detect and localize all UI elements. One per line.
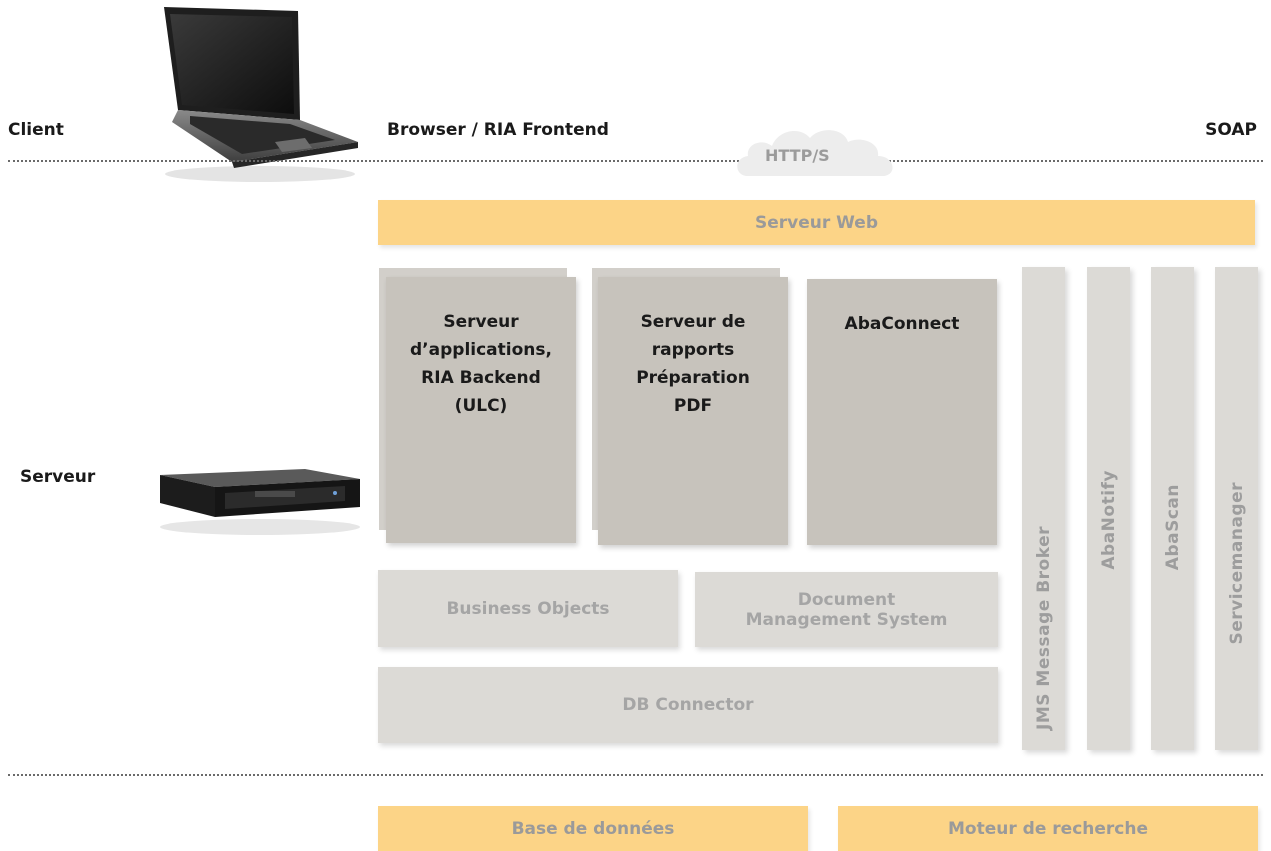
abascan-label: AbaScan — [1162, 483, 1183, 570]
business-objects-box: Business Objects — [378, 570, 678, 647]
app-server-line-4: (ULC) — [454, 396, 508, 416]
jms-message-broker-label: JMS Message Broker — [1033, 526, 1054, 730]
frontend-label: Browser / RIA Frontend — [387, 120, 609, 140]
database-box: Base de données — [378, 806, 808, 851]
server-data-divider — [8, 774, 1263, 776]
soap-label: SOAP — [1205, 120, 1257, 140]
app-server-line-3: RIA Backend — [421, 368, 541, 388]
abanotify-column: AbaNotify — [1087, 267, 1130, 750]
servicemanager-column: Servicemanager — [1215, 267, 1258, 750]
abaconnect-label: AbaConnect — [844, 314, 960, 334]
server-icon — [160, 469, 360, 535]
client-tier-label: Client — [8, 120, 64, 140]
client-server-divider — [8, 160, 1263, 162]
http-protocol-label: HTTP/S — [765, 146, 830, 165]
dms-line-1: Document — [797, 589, 896, 610]
search-engine-box: Moteur de recherche — [838, 806, 1258, 851]
server-tier-label: Serveur — [20, 467, 96, 487]
report-server-box: Serveur de rapports Préparation PDF — [598, 277, 788, 545]
abaconnect-box: AbaConnect — [807, 279, 997, 545]
abascan-column: AbaScan — [1151, 267, 1194, 750]
report-server-line-3: Préparation — [636, 368, 750, 388]
report-server-line-1: Serveur de — [640, 312, 746, 332]
jms-message-broker-column: JMS Message Broker — [1022, 267, 1065, 750]
dms-box: Document Management System — [695, 572, 998, 647]
report-server-line-4: PDF — [673, 396, 713, 416]
abanotify-label: AbaNotify — [1098, 470, 1119, 570]
report-server-line-2: rapports — [651, 340, 735, 360]
servicemanager-label: Servicemanager — [1226, 482, 1247, 645]
web-server-bar: Serveur Web — [378, 200, 1255, 245]
db-connector-box: DB Connector — [378, 667, 998, 743]
app-server-line-1: Serveur — [443, 312, 519, 332]
dms-line-2: Management System — [745, 609, 948, 630]
cloud-icon — [737, 130, 893, 176]
app-server-box: Serveur d’applications, RIA Backend (ULC… — [386, 277, 576, 543]
app-server-line-2: d’applications, — [410, 340, 552, 360]
